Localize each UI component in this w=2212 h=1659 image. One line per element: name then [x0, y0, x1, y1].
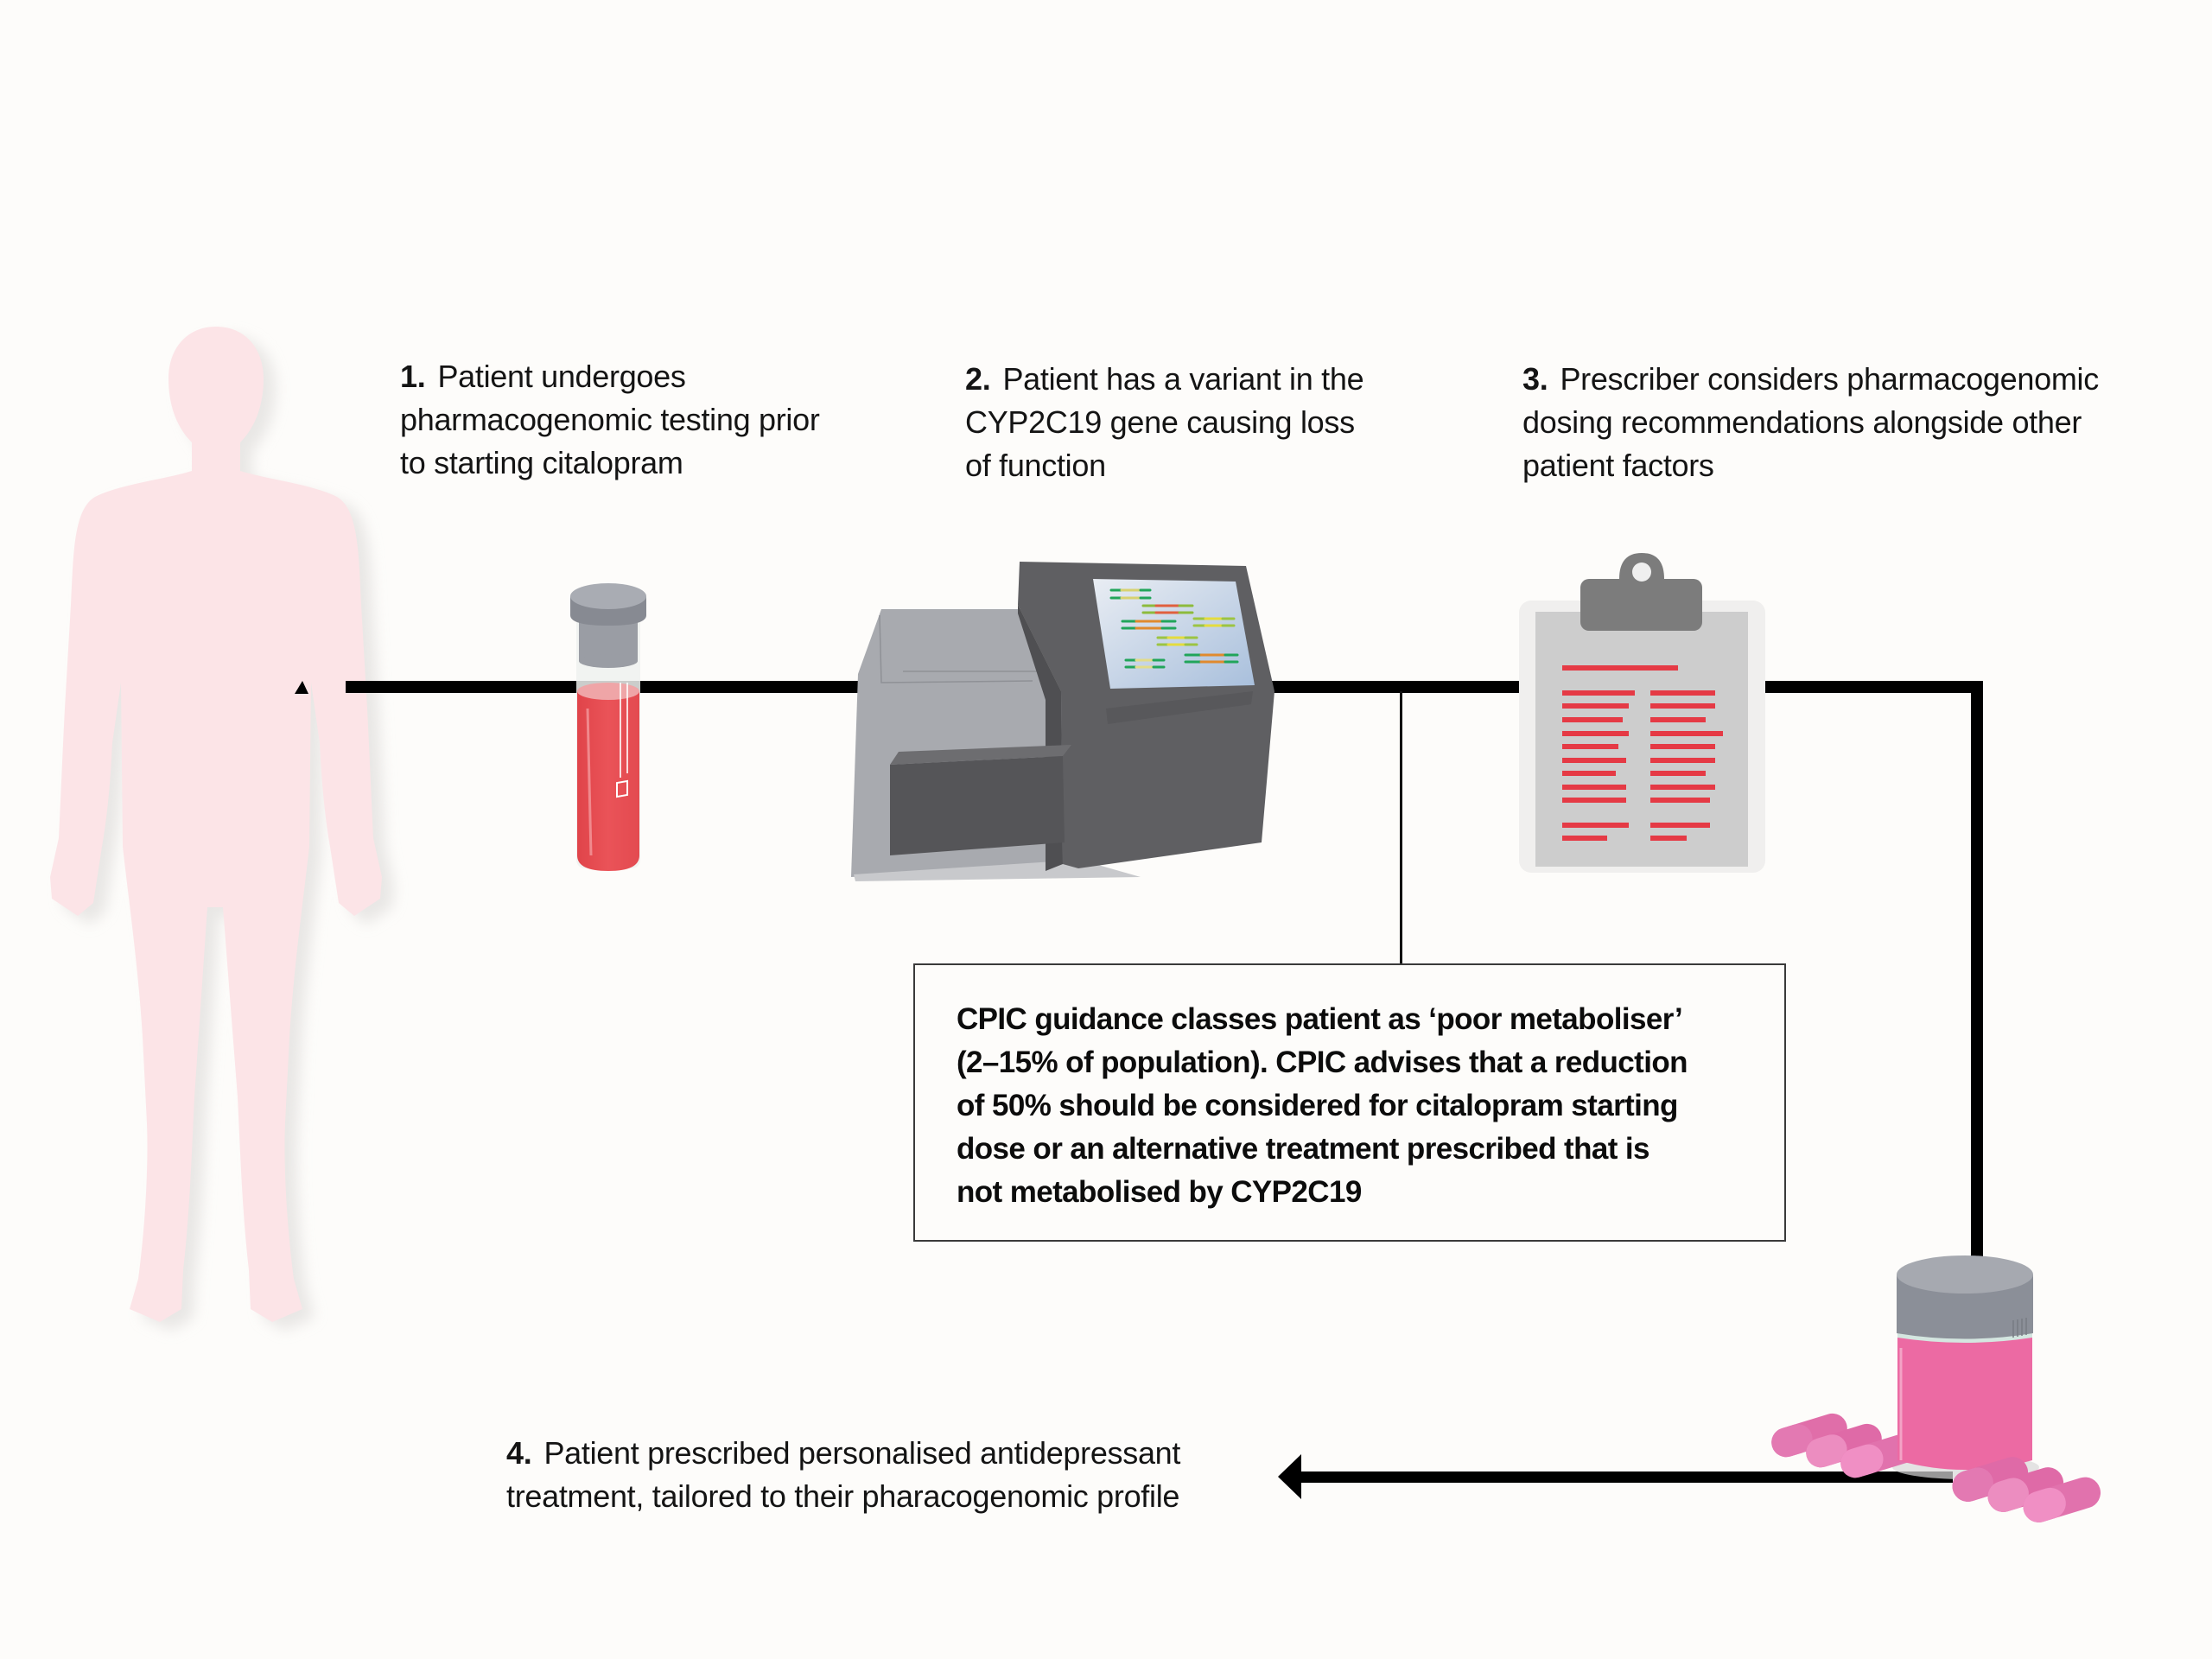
gel-bands — [1109, 588, 1239, 669]
clipboard-text-lines — [1562, 665, 1723, 841]
silhouette-body — [50, 327, 382, 1322]
clipboard-icon — [1519, 553, 1765, 873]
callout-text-line: CPIC guidance classes patient as ‘poor m… — [957, 1002, 1683, 1036]
pill-jar-icon — [1771, 1255, 2101, 1522]
step-number: 1. — [400, 359, 426, 394]
bottom-return-arrowhead — [1278, 1454, 1301, 1499]
step-text-line: CYP2C19 gene causing loss — [965, 404, 1355, 440]
callout-text-line: not metabolised by CYP2C19 — [957, 1175, 1362, 1209]
step-text-line: to starting citalopram — [400, 445, 683, 480]
step-number: 3. — [1522, 361, 1548, 397]
step-1-caption: 1. Patient undergoes pharmacogenomic test… — [400, 355, 820, 485]
step-text-line: Patient prescribed personalised antidepr… — [543, 1435, 1181, 1471]
callout-text-line: dose or an alternative treatment prescri… — [957, 1132, 1649, 1166]
callout-drop-line — [1400, 691, 1402, 964]
capsules-right — [1952, 1457, 2101, 1522]
step-number: 2. — [965, 361, 991, 397]
step-text-line: treatment, tailored to their pharacogeno… — [506, 1478, 1180, 1514]
step-3-caption: 3. Prescriber considers pharmacogenomic d… — [1522, 358, 2099, 487]
step-text-line: of function — [965, 448, 1106, 483]
step-4-caption: 4. Patient prescribed personalised antide… — [506, 1432, 1180, 1518]
callout-text-line: (2–15% of population). CPIC advises that… — [957, 1046, 1688, 1079]
step-text-line: Patient undergoes — [437, 359, 686, 394]
step-text-line: Prescriber considers pharmacogenomic — [1560, 361, 2099, 397]
right-vertical-connector — [1971, 681, 1983, 1286]
callout-text-line: of 50% should be considered for citalopr… — [957, 1089, 1678, 1122]
step-text-line: Patient has a variant in the — [1002, 361, 1364, 397]
blood-sample-tube-icon — [570, 583, 646, 871]
step-text-line: pharmacogenomic testing prior — [400, 402, 820, 437]
bottom-return-arrow-shaft — [1296, 1471, 1953, 1483]
human-silhouette-icon — [50, 327, 394, 1331]
gel-reader-machine-icon — [851, 562, 1274, 881]
step-2-caption: 2. Patient has a variant in the CYP2C19 g… — [965, 358, 1364, 487]
step-text-line: patient factors — [1522, 448, 1714, 483]
step-text-line: dosing recommendations alongside other — [1522, 404, 2082, 440]
cpic-guidance-callout: CPIC guidance classes patient as ‘poor m… — [913, 963, 1786, 1242]
step-number: 4. — [506, 1435, 532, 1471]
arrowhead-into-patient — [295, 681, 308, 694]
